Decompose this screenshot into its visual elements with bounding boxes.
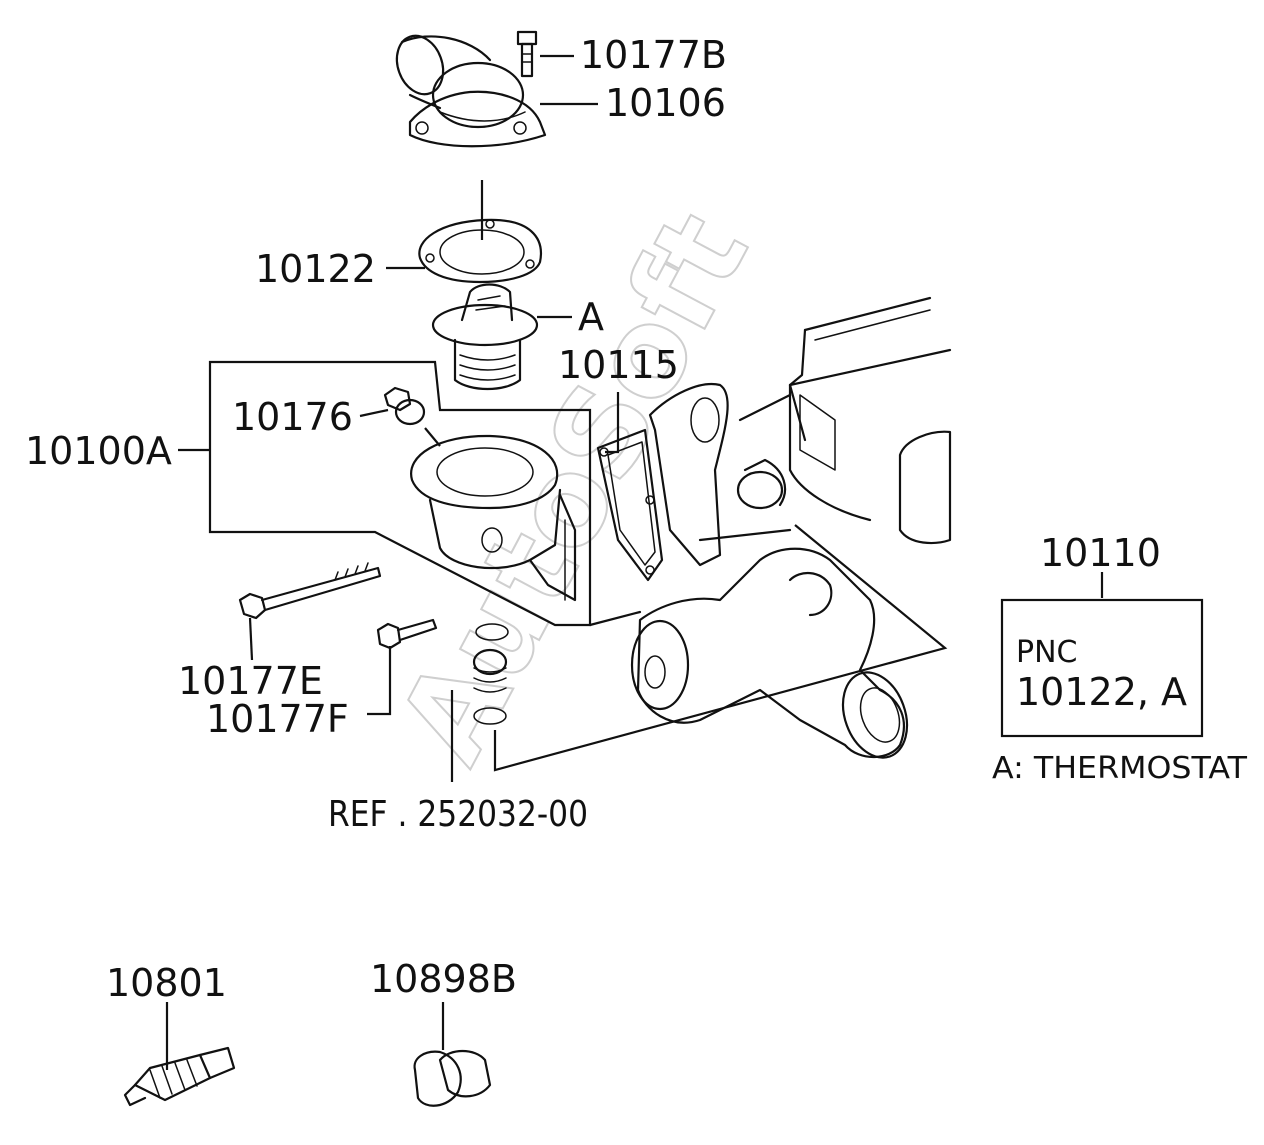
callout-a: A bbox=[578, 295, 604, 339]
assembly-bracket bbox=[208, 360, 592, 627]
leader-lines bbox=[178, 54, 1104, 782]
callout-10122: 10122 bbox=[255, 247, 376, 291]
gasket-10115 bbox=[596, 382, 729, 582]
bolt-10177b bbox=[516, 30, 538, 78]
water-outlet-fitting bbox=[395, 34, 547, 148]
callout-10106: 10106 bbox=[605, 81, 726, 125]
callout-10177f: 10177F bbox=[206, 697, 349, 741]
callout-10177b: 10177B bbox=[580, 33, 727, 77]
drain-plug-10898b bbox=[413, 1002, 492, 1107]
ref-label: REF . 252032-00 bbox=[328, 794, 588, 835]
gasket-10122 bbox=[418, 218, 542, 284]
callout-10115: 10115 bbox=[558, 343, 679, 387]
pnc-value: 10122, A bbox=[1016, 670, 1187, 714]
thermostat-case bbox=[410, 434, 577, 602]
bolt-10177e bbox=[238, 562, 382, 620]
plug-10176 bbox=[383, 386, 426, 426]
callout-10898b: 10898B bbox=[370, 957, 517, 1001]
callout-10177e: 10177E bbox=[178, 659, 323, 703]
legend-thermostat: A: THERMOSTAT bbox=[992, 751, 1248, 786]
bolt-10177f bbox=[376, 618, 438, 650]
callout-10176: 10176 bbox=[232, 395, 353, 439]
callout-10110: 10110 bbox=[1040, 531, 1161, 575]
o-ring-set bbox=[472, 623, 509, 725]
callout-10801: 10801 bbox=[106, 961, 227, 1005]
pnc-header: PNC bbox=[1016, 635, 1077, 670]
sensor-10801 bbox=[123, 1002, 236, 1107]
thermostat bbox=[431, 283, 539, 390]
ref-leader bbox=[493, 524, 948, 772]
engine-block-water-pump bbox=[588, 296, 952, 759]
callout-10100a: 10100A bbox=[25, 429, 172, 473]
pnc-box: PNC 10122, A bbox=[1000, 598, 1204, 738]
